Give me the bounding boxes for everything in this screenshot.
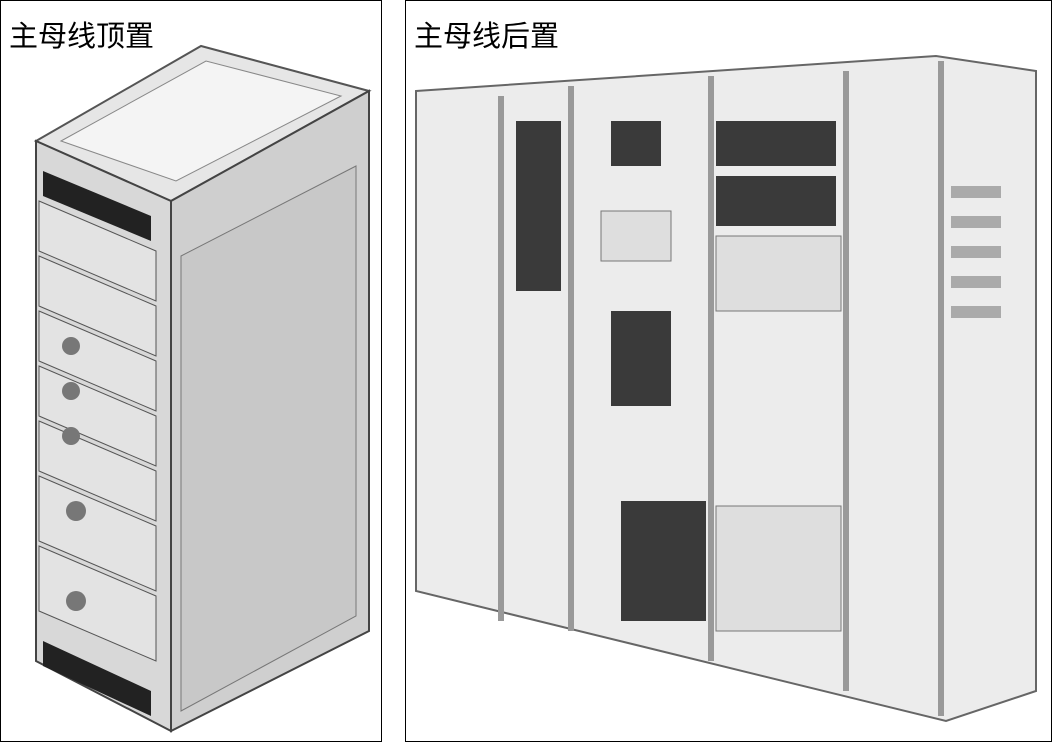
top-busbar-panel: 主母线顶置 xyxy=(0,0,382,742)
panel-caption: 主母线顶置 xyxy=(9,19,155,53)
rear-busbar-panel: 主母线后置 xyxy=(405,0,1052,742)
panel-caption: 主母线后置 xyxy=(414,19,560,53)
top-busbar-cabinet-illustration xyxy=(33,44,372,733)
rear-busbar-cabinet-illustration xyxy=(415,54,1037,723)
